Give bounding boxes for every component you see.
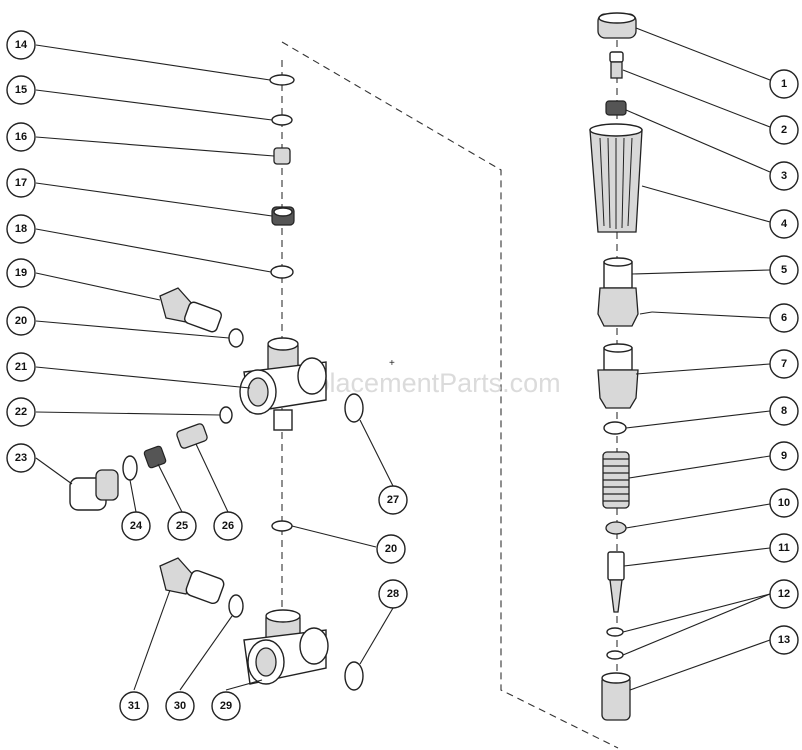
svg-text:22: 22 [15,406,27,418]
svg-text:1: 1 [781,78,787,90]
svg-text:16: 16 [15,131,27,143]
callout-12: 12 [769,579,799,609]
callout-3: 3 [769,161,799,191]
part-10-seat [605,521,627,535]
svg-text:5: 5 [781,264,787,276]
part-27-o-ring [344,393,364,423]
part-30-o-ring [228,594,244,618]
svg-text:20: 20 [15,315,27,327]
callout-25: 25 [167,511,197,541]
svg-text:18: 18 [15,223,27,235]
callout-10: 10 [769,488,799,518]
callout-20: 20 [6,306,36,336]
part-20-washer-upper [228,328,244,348]
callout-15: 15 [6,75,36,105]
part-7-fitting [597,343,639,409]
part-31-inlet-fitting [159,557,225,605]
callout-29: 29 [211,691,241,721]
callout-6: 6 [769,303,799,333]
svg-text:2: 2 [781,124,787,136]
svg-text:4: 4 [781,218,788,230]
svg-text:14: 14 [15,39,28,51]
part-20-washer-lower [271,520,293,532]
part-6-body-hex [597,287,653,327]
part-19-inlet-fitting [159,287,223,333]
part-11-valve-stem [607,551,625,613]
part-9-spring [602,451,630,509]
svg-text:10: 10 [778,497,790,509]
svg-text:30: 30 [174,700,186,712]
part-2-screw [609,51,624,79]
svg-text:6: 6 [781,312,787,324]
callout-7: 7 [769,349,799,379]
center-mark: + [389,358,395,369]
part-21-manifold [239,337,327,431]
svg-text:7: 7 [781,358,787,370]
svg-text:27: 27 [387,494,399,506]
part-28-o-ring [344,661,364,691]
svg-text:23: 23 [15,452,27,464]
part-1-cap [597,12,637,39]
part-18-washer [270,265,294,279]
svg-text:26: 26 [222,520,234,532]
part-25-spring [143,445,167,469]
callout-2: 2 [769,115,799,145]
callout-18: 18 [6,214,36,244]
part-26-check-valve [176,423,208,449]
callout-5: 5 [769,255,799,285]
svg-text:9: 9 [781,450,787,462]
part-29-manifold [243,609,329,685]
part-3-nut [605,100,627,116]
callout-28: 28 [378,579,408,609]
svg-text:3: 3 [781,170,787,182]
callout-17: 17 [6,168,36,198]
part-24-o-ring [122,455,138,481]
callout-21: 21 [6,352,36,382]
svg-text:11: 11 [778,542,790,554]
svg-text:17: 17 [15,177,27,189]
svg-text:15: 15 [15,84,27,96]
callout-8: 8 [769,396,799,426]
part-5-stem [603,257,633,289]
svg-text:12: 12 [778,588,790,600]
callout-14: 14 [6,30,36,60]
part-17-seal [271,206,295,226]
callout-1: 1 [769,69,799,99]
callout-27: 27 [378,485,408,515]
svg-text:19: 19 [15,267,27,279]
svg-text:28: 28 [387,588,399,600]
callout-19: 19 [6,258,36,288]
svg-text:13: 13 [778,634,790,646]
part-23-outlet-fitting [69,469,119,511]
svg-text:31: 31 [128,700,140,712]
callout-16: 16 [6,122,36,152]
callout-23: 23 [6,443,36,473]
callout-13: 13 [769,625,799,655]
callout-31: 31 [119,691,149,721]
svg-text:29: 29 [220,700,232,712]
part-15-washer [271,114,293,126]
svg-text:24: 24 [130,520,143,532]
leader-lines [35,27,771,691]
part-4-knob [589,123,643,233]
svg-text:20: 20 [385,543,397,555]
svg-text:21: 21 [15,361,27,373]
svg-text:8: 8 [781,405,787,417]
callout-20-lower: 20 [376,534,406,564]
part-12-o-rings [606,627,624,660]
svg-text:25: 25 [176,520,188,532]
part-14-o-ring [269,74,295,86]
callout-24: 24 [121,511,151,541]
part-8-washer [603,421,627,435]
callout-9: 9 [769,441,799,471]
part-13-bushing [601,672,631,721]
part-16-nut [273,147,291,165]
callout-11: 11 [769,533,799,563]
callout-30: 30 [165,691,195,721]
callout-4: 4 [769,209,799,239]
callout-22: 22 [6,397,36,427]
callout-26: 26 [213,511,243,541]
part-22-washer [219,406,233,424]
